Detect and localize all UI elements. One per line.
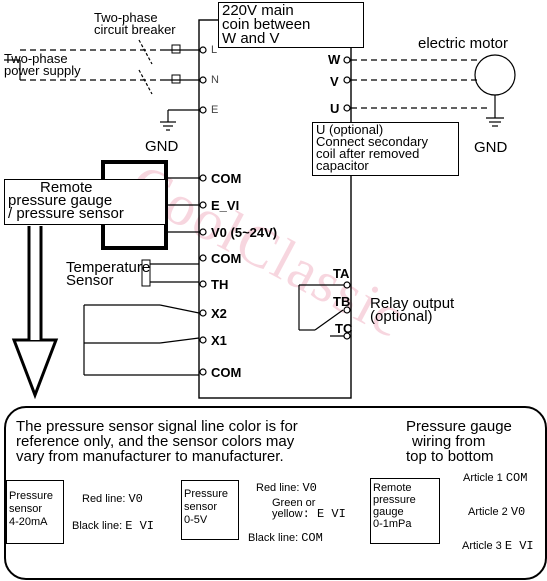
- remote-label-2: pressure gauge: [8, 192, 113, 209]
- relay-label-1: Relay output: [370, 295, 455, 312]
- temperature-label-2: Sensor: [66, 272, 114, 289]
- gauge-label-1: Remote: [373, 482, 412, 494]
- u-note-3: coil after removed: [316, 146, 420, 161]
- terminal-tb: TB: [333, 294, 351, 309]
- terminal-v0: V0 (5~24V): [211, 225, 278, 240]
- supply-label-1: Two-phase: [4, 51, 68, 66]
- terminal-e: E: [211, 104, 219, 116]
- sensor-1-red-val: V0: [128, 492, 143, 506]
- remote-label-box: [4, 179, 166, 225]
- u-note-box: [312, 122, 459, 176]
- sensor-1-label-1: Pressure: [9, 490, 54, 502]
- gnd-label-right: GND: [474, 139, 508, 156]
- gauge-title-3: top to bottom: [406, 448, 494, 465]
- sensor-2-black-val: COM: [301, 531, 323, 545]
- gauge-title-1: Pressure gauge: [406, 418, 512, 435]
- sensor-2-black: Black line:: [248, 532, 302, 544]
- coin-label-3: W and V: [222, 30, 280, 47]
- breaker-label-1: Two-phase: [94, 10, 158, 25]
- sensor-2-green-2: yellow: [272, 508, 303, 520]
- sensor-2-red: Red line:: [256, 482, 303, 494]
- terminal-u: U: [330, 101, 340, 116]
- u-note-2: Connect secondary: [316, 134, 429, 149]
- sensor-1-black-val: E VI: [125, 519, 155, 533]
- terminal-n: N: [211, 74, 219, 86]
- terminal-com-1: COM: [211, 171, 242, 186]
- supply-label-2: power supply: [4, 63, 81, 78]
- sensor-2-red-val: V0: [302, 481, 317, 495]
- breaker-switch: [138, 39, 153, 65]
- down-arrow: [11, 338, 59, 400]
- sensor-2-green-1: Green or: [272, 497, 316, 509]
- relay-label-2: (optional): [370, 308, 433, 325]
- remote-label-3: / pressure sensor: [8, 205, 124, 222]
- sensor-notes-panel: [4, 406, 547, 580]
- gauge-article-3-val: E VI: [504, 539, 534, 553]
- sensor-1-red: Red line:: [82, 493, 129, 505]
- gnd-label-left: GND: [145, 138, 179, 155]
- gauge-article-2-val: V0: [510, 505, 526, 519]
- sensor-2-label-3: 0-5V: [184, 514, 208, 526]
- terminal-tc: TC: [335, 321, 353, 336]
- terminal-x1: X1: [211, 333, 227, 348]
- sensor-2-label-2: sensor: [184, 501, 218, 513]
- gauge-article-1: Article 1: [463, 472, 503, 484]
- panel-note-2: reference only, and the sensor colors ma…: [16, 433, 295, 450]
- sensor-2-green-val: : E VI: [302, 507, 346, 521]
- sensor-1-label-3: 4-20mA: [9, 516, 48, 528]
- terminal-com-2: COM: [211, 251, 242, 266]
- sensor-2-label-1: Pressure: [184, 488, 229, 500]
- gauge-label-3: gauge: [373, 506, 404, 518]
- gauge-title-2: wiring from: [412, 433, 486, 450]
- sensor-1-black: Black line:: [72, 520, 126, 532]
- temperature-sensor-block: [141, 259, 151, 287]
- u-note-4: capacitor: [316, 158, 369, 173]
- motor-circle: [474, 54, 516, 96]
- gauge-label-2: pressure: [373, 494, 416, 506]
- terminal-w: W: [328, 52, 341, 67]
- terminal-ta: TA: [333, 266, 350, 281]
- terminal-com-3: COM: [211, 365, 242, 380]
- temperature-label-1: Temperature: [66, 259, 151, 276]
- terminal-v: V: [330, 74, 339, 89]
- panel-note-3: vary from manufacturer to manufacturer.: [16, 448, 284, 465]
- sensor-1-label-2: sensor: [9, 503, 43, 515]
- gauge-label-4: 0-1mPa: [373, 518, 412, 530]
- terminal-x2: X2: [211, 306, 227, 321]
- breaker-label-2: circuit breaker: [94, 22, 176, 37]
- terminal-e-vi: E_VI: [211, 198, 240, 213]
- terminal-l: L: [211, 44, 218, 56]
- gauge-article-1-val: COM: [505, 471, 528, 485]
- gauge-article-3: Article 3: [462, 540, 502, 552]
- terminal-th: TH: [211, 277, 229, 292]
- remote-label-1: Remote: [40, 179, 93, 196]
- coin-note-box: [218, 2, 364, 48]
- coin-label-1: 220V main: [222, 2, 294, 19]
- motor-label: electric motor: [418, 35, 509, 52]
- u-note-1: U (optional): [316, 122, 384, 137]
- gauge-article-2: Article 2: [468, 506, 508, 518]
- panel-note-1: The pressure sensor signal line color is…: [16, 418, 298, 435]
- coin-label-2: coin between: [222, 16, 311, 33]
